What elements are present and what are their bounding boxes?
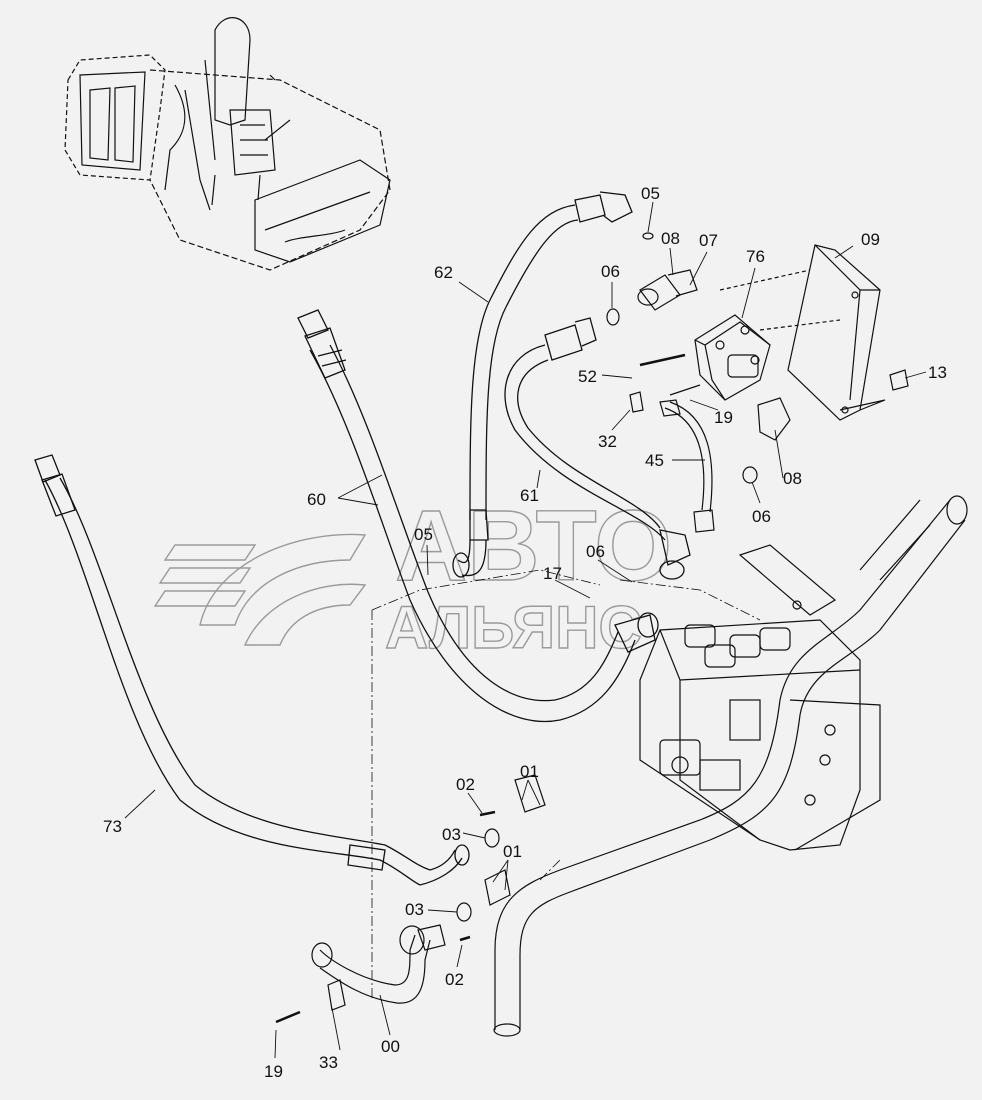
callout-03: 03 bbox=[442, 825, 461, 844]
callout-06: 06 bbox=[601, 262, 620, 281]
watermark-line2: АЛЬЯНС bbox=[385, 594, 642, 661]
callout-19: 19 bbox=[714, 408, 733, 427]
callout-76: 76 bbox=[746, 247, 765, 266]
callout-01: 01 bbox=[520, 762, 539, 781]
watermark-logo bbox=[153, 533, 367, 646]
hose-60 bbox=[297, 309, 659, 722]
callout-07: 07 bbox=[699, 231, 718, 250]
watermark-line1: АВТО bbox=[395, 490, 672, 602]
callout-33: 33 bbox=[319, 1053, 338, 1072]
callout-52: 52 bbox=[578, 367, 597, 386]
callout-09: 09 bbox=[861, 230, 880, 249]
callout-45: 45 bbox=[645, 451, 664, 470]
callout-05: 05 bbox=[641, 184, 660, 203]
callout-02: 02 bbox=[456, 775, 475, 794]
callout-32: 32 bbox=[598, 432, 617, 451]
callout-02-lower: 02 bbox=[445, 970, 464, 989]
callout-00: 00 bbox=[381, 1037, 400, 1056]
valve-block-76 bbox=[606, 232, 791, 484]
callout-19-lower: 19 bbox=[264, 1062, 283, 1081]
callout-62: 62 bbox=[434, 263, 453, 282]
hose-61 bbox=[504, 317, 691, 580]
steel-pipe bbox=[493, 495, 968, 1037]
callout-73: 73 bbox=[103, 817, 122, 836]
callout-01-lower: 01 bbox=[503, 842, 522, 861]
callout-labels: 05 08 07 06 76 09 62 52 13 19 32 45 08 0… bbox=[103, 184, 947, 1081]
callout-03-lower: 03 bbox=[405, 900, 424, 919]
callout-60: 60 bbox=[307, 490, 326, 509]
control-valve bbox=[639, 544, 881, 851]
hose-45 bbox=[659, 399, 715, 533]
callout-06-right: 06 bbox=[752, 507, 771, 526]
callout-08: 08 bbox=[661, 229, 680, 248]
callout-61: 61 bbox=[520, 486, 539, 505]
hose-73 bbox=[34, 454, 470, 886]
callout-08-lower: 08 bbox=[783, 469, 802, 488]
callout-06-center: 06 bbox=[586, 542, 605, 561]
leader-lines bbox=[124, 201, 927, 1059]
hose-62 bbox=[452, 191, 633, 578]
bracket-09 bbox=[719, 244, 909, 421]
callout-13: 13 bbox=[928, 363, 947, 382]
centerlines bbox=[371, 569, 761, 1000]
callout-05-lower: 05 bbox=[414, 525, 433, 544]
excavator-overview bbox=[64, 17, 391, 271]
callout-17: 17 bbox=[543, 564, 562, 583]
pipe-00 bbox=[275, 774, 546, 1024]
